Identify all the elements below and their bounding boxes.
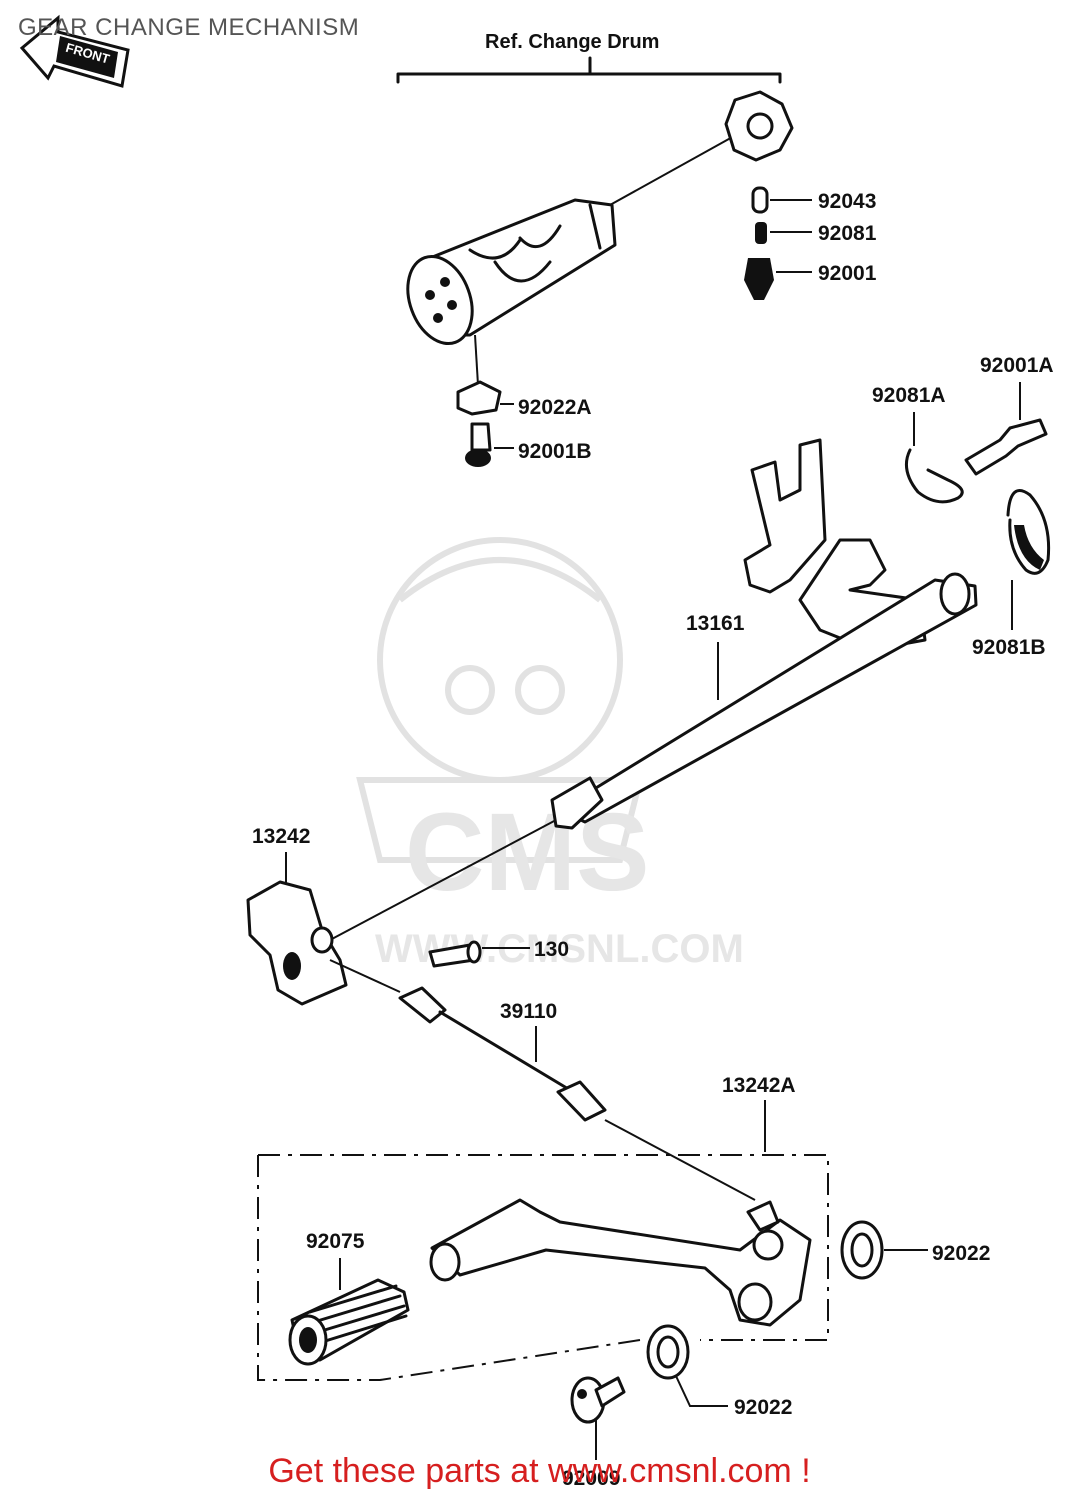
part-label-92075: 92075: [306, 1230, 365, 1253]
part-92043: 92043: [751, 186, 876, 214]
watermark-logo-text: CMS: [405, 791, 649, 914]
part-label-92022-upper: 92022: [932, 1242, 990, 1265]
part-label-92043: 92043: [818, 190, 876, 213]
front-arrow-icon: FRONT: [19, 14, 130, 88]
part-label-92001: 92001: [818, 262, 877, 285]
part-92081: 92081: [755, 222, 877, 245]
part-13161: 13161: [329, 438, 978, 941]
part-92081A: 92081A: [872, 384, 964, 504]
page-title: GEAR CHANGE MECHANISM: [18, 14, 360, 41]
part-label-92022A: 92022A: [518, 396, 592, 419]
change-drum: [406, 90, 794, 386]
part-label-92001B: 92001B: [518, 440, 592, 463]
part-130: 130: [428, 938, 569, 968]
part-13242A: 13242A: [257, 1074, 829, 1381]
part-92022-lower: 92022: [646, 1324, 792, 1419]
part-label-92081: 92081: [818, 222, 877, 245]
part-label-92081A: 92081A: [872, 384, 946, 407]
part-39110: 39110: [329, 959, 756, 1201]
part-92075: 92075: [288, 1230, 410, 1366]
reference-label: Ref. Change Drum: [485, 31, 659, 53]
part-92001B: 92001B: [465, 422, 592, 467]
part-92022A: 92022A: [456, 380, 592, 419]
part-13242: 13242: [246, 825, 348, 1006]
part-label-13242A: 13242A: [722, 1074, 796, 1097]
part-label-13242: 13242: [252, 825, 310, 848]
part-92009: 92009: [562, 1376, 626, 1490]
part-92001: 92001: [744, 258, 877, 300]
part-label-92001A: 92001A: [980, 354, 1054, 377]
part-label-92081B: 92081B: [972, 636, 1046, 659]
part-label-130: 130: [534, 938, 569, 961]
part-92081B: 92081B: [972, 489, 1051, 659]
part-92001A: 92001A: [964, 354, 1054, 476]
part-label-92009: 92009: [562, 1467, 620, 1490]
change-drum-reference: Ref. Change Drum: [396, 31, 782, 84]
part-92022-upper: 92022: [840, 1220, 990, 1280]
part-label-13161: 13161: [686, 612, 745, 635]
part-label-92022-lower: 92022: [734, 1396, 792, 1419]
footer-link[interactable]: Get these parts at www.cmsnl.com !: [268, 1452, 811, 1490]
part-label-39110: 39110: [500, 1000, 557, 1023]
